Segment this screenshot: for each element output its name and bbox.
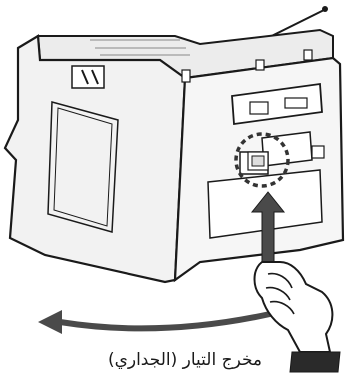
radio-cassette-device-icon bbox=[5, 30, 343, 282]
curved-left-arrow-icon bbox=[38, 310, 270, 334]
diagram-caption: مخرج التيار (الجداري) bbox=[60, 346, 310, 374]
